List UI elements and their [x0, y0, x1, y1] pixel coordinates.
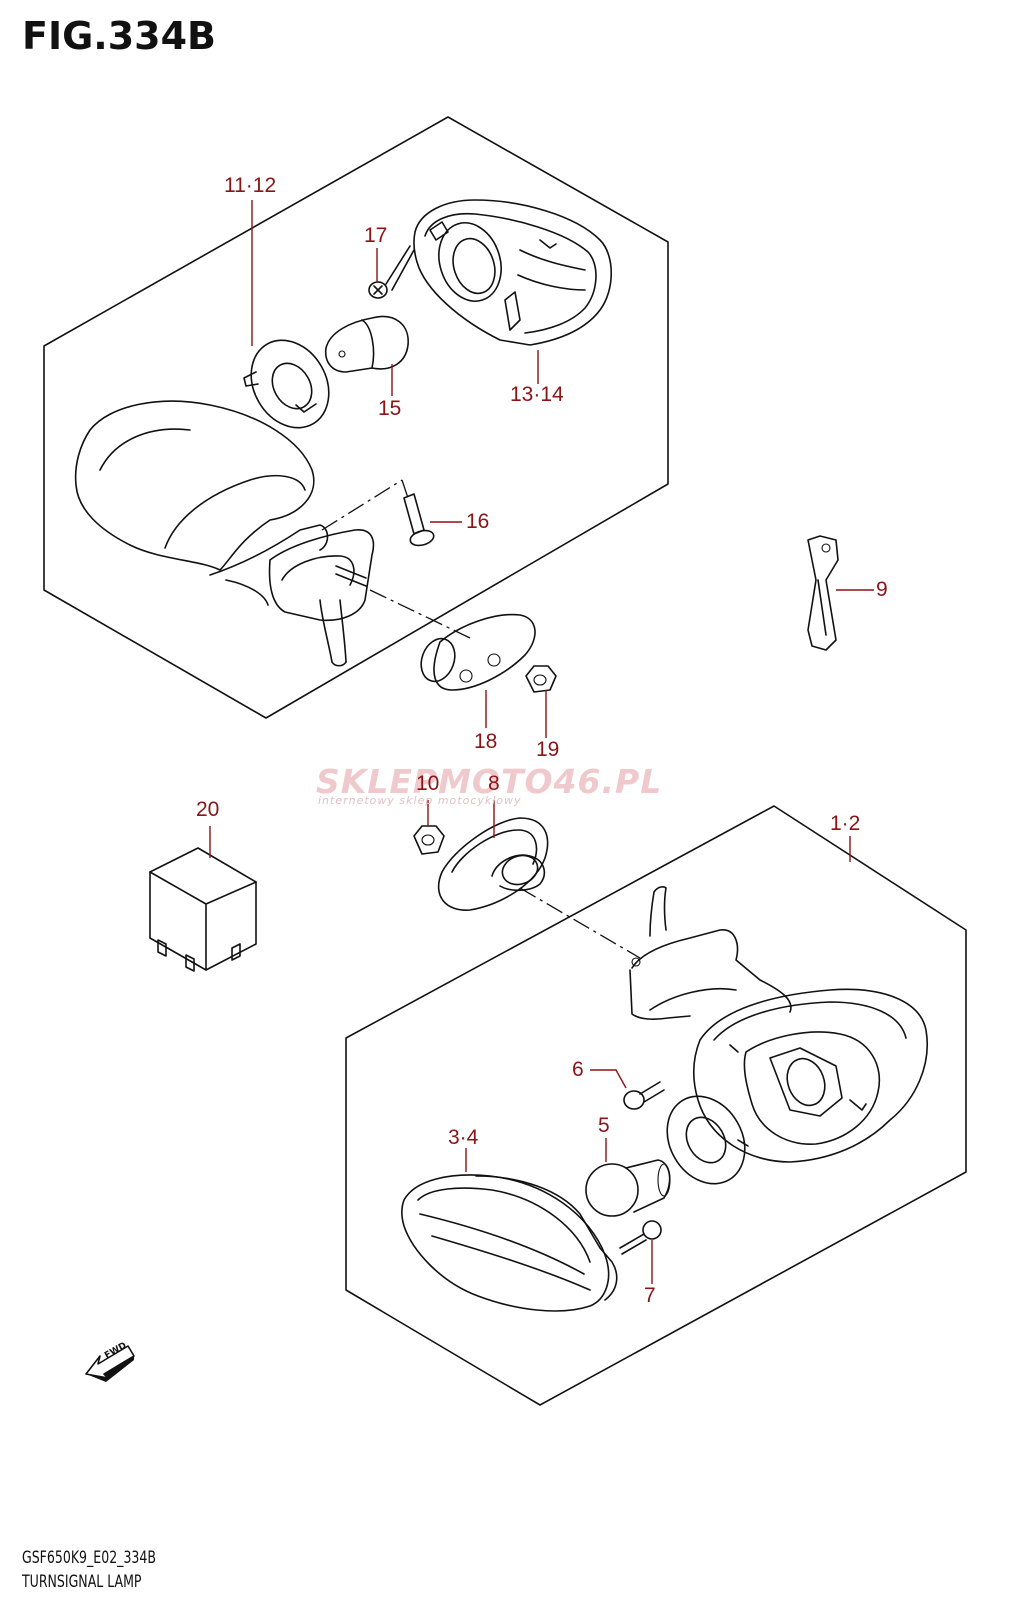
leader-lines [209, 200, 874, 1284]
grommet-18 [420, 613, 536, 691]
fwd-arrow [85, 1345, 135, 1382]
bracket-9 [807, 535, 839, 651]
screw-7 [619, 1220, 662, 1255]
callout-11-12: 11·12 [224, 174, 277, 197]
bulb-15 [324, 315, 409, 373]
relay-20 [149, 847, 257, 972]
lower-assembly-frame [345, 805, 967, 1406]
callout-15: 15 [378, 397, 402, 420]
callout-5: 5 [598, 1114, 610, 1137]
screw-16 [403, 493, 435, 547]
callout-17: 17 [364, 224, 388, 247]
callout-1-2: 1·2 [830, 812, 861, 835]
callout-13-14: 13·14 [510, 383, 564, 406]
callout-18: 18 [474, 730, 498, 753]
upper-lamp-housing [74, 400, 375, 667]
model-code: GSF650K9_E02_334B [22, 1548, 156, 1568]
callout-19: 19 [536, 738, 560, 761]
lower-lamp-housing [629, 886, 928, 1163]
nut-19 [525, 665, 557, 693]
figure-caption: TURNSIGNAL LAMP [22, 1572, 142, 1592]
gasket-ring-lower [666, 1095, 749, 1185]
axis-line-lower [519, 887, 641, 959]
callout-7: 7 [644, 1284, 656, 1307]
figure-title: FIG.334B [22, 14, 217, 58]
screw-17 [368, 245, 415, 299]
callout-20: 20 [196, 798, 220, 821]
callout-9: 9 [876, 578, 888, 601]
callout-6: 6 [572, 1058, 584, 1081]
callout-16: 16 [466, 510, 490, 533]
screw-6 [623, 1081, 665, 1110]
watermark-logo: SKLEPMOTO46.PL [316, 762, 663, 801]
bulb-5 [585, 1159, 671, 1217]
watermark-tagline: internetowy sklep motocyklowy [318, 794, 522, 807]
nut-10 [413, 825, 445, 855]
callout-8: 8 [488, 772, 500, 795]
upper-assembly-frame [43, 116, 669, 719]
gasket-8 [437, 817, 549, 911]
gasket-ring [243, 339, 330, 429]
callout-3-4: 3·4 [448, 1126, 479, 1149]
axis-line-upper [321, 479, 471, 639]
callout-10: 10 [416, 772, 440, 795]
lens-housing-13-14 [413, 199, 613, 346]
lens-3-4 [400, 1174, 618, 1312]
